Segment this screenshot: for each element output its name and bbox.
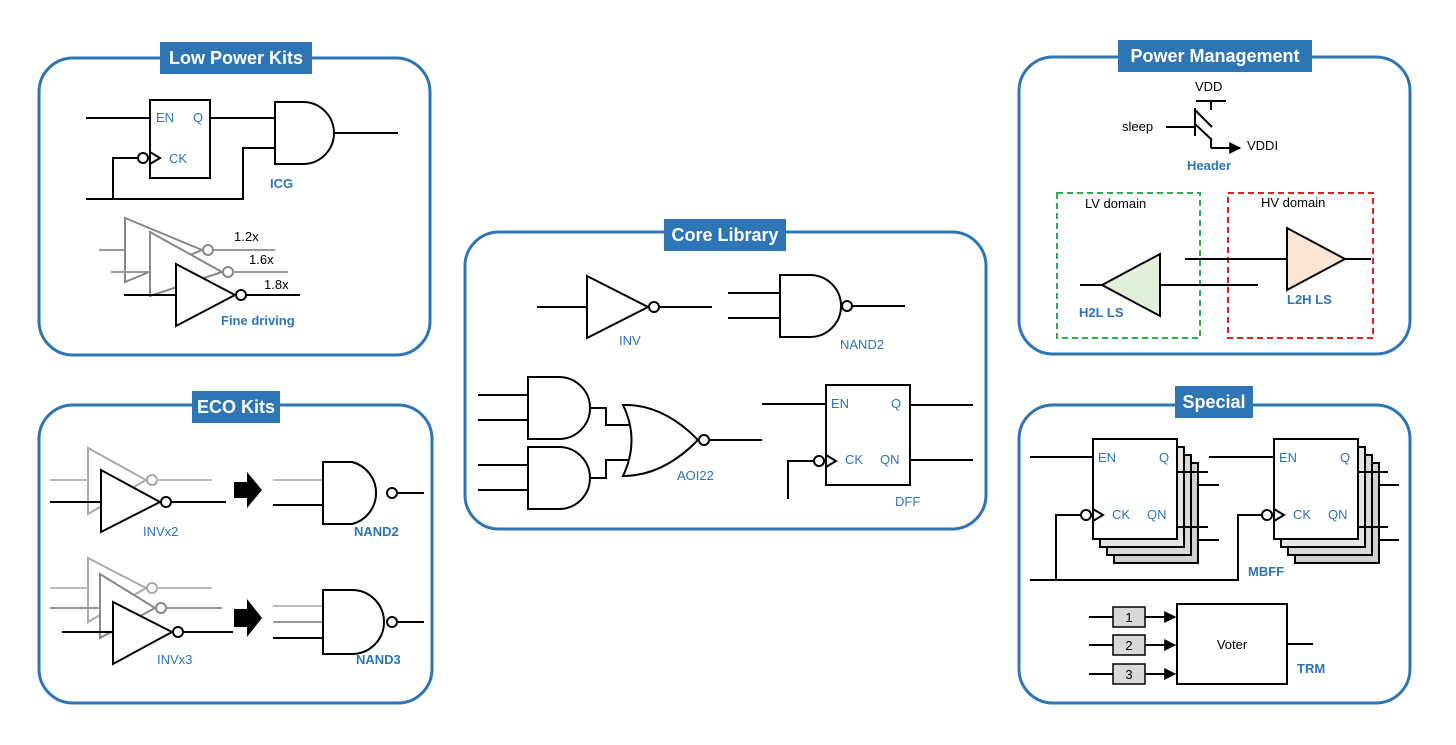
dff-pin-qn: QN [880,452,900,467]
eco-nand2-symbol: NAND2 [273,461,424,539]
lv-domain-label: LV domain [1085,196,1146,211]
icg-pin-en: EN [156,110,174,125]
mbff-stack-right: EN Q CK QN [1030,438,1399,581]
mbff-stack-left: EN Q CK QN [1030,438,1219,580]
hv-domain-label: HV domain [1261,195,1325,210]
l2h-ls-label: L2H LS [1287,292,1332,307]
header-switch-symbol: VDD sleep VDDI Header [1122,79,1278,173]
vddi-label: VDDI [1247,138,1278,153]
mbff-label: MBFF [1248,564,1284,579]
eco-nand3-symbol: NAND3 [273,589,424,667]
nand2-symbol: NAND2 [728,274,905,352]
icg-pin-q: Q [193,110,203,125]
trm-symbol: 1 2 3 Voter TRM [1089,603,1325,685]
mbff-pin-en: EN [1279,450,1297,465]
dff-pin-q: Q [891,396,901,411]
eco-kits-title: ECO Kits [197,397,275,417]
invx3-symbol: INVx3 [50,556,233,667]
dff-symbol: EN Q CK QN DFF [762,384,973,509]
trm-input-3: 3 [1125,667,1132,682]
sleep-label: sleep [1122,119,1153,134]
icg-label: ICG [270,176,293,191]
vdd-label: VDD [1195,79,1222,94]
low-power-kits-title: Low Power Kits [169,48,303,68]
special-panel: Special EN Q CK QN [1017,386,1412,705]
special-title: Special [1182,392,1245,412]
h2l-ls-label: H2L LS [1079,305,1124,320]
core-library-panel: Core Library INV NAND2 [463,219,988,531]
power-management-panel: Power Management VDD sleep VDDI Header L… [1017,40,1412,356]
header-label: Header [1187,158,1231,173]
nand2-label: NAND2 [840,337,884,352]
dff-label: DFF [895,494,920,509]
drive-strength-3: 1.8x [264,277,289,292]
trm-input-1: 1 [1125,610,1132,625]
mbff-pin-ck: CK [1112,507,1130,522]
inv-symbol: INV [537,274,712,348]
invx2-symbol: INVx2 [50,446,226,539]
icg-pin-ck: CK [169,151,187,166]
aoi22-symbol: AOI22 [478,376,762,510]
eco-nand2-label: NAND2 [354,524,399,539]
dff-pin-en: EN [831,396,849,411]
inv-label: INV [619,333,641,348]
arrow-right-icon [234,599,262,637]
fine-driving-label: Fine driving [221,313,295,328]
core-library-title: Core Library [671,225,778,245]
eco-kits-panel: ECO Kits INVx2 NAND2 [37,391,434,705]
dff-pin-ck: CK [845,452,863,467]
icg-symbol: EN Q CK ICG [86,99,398,200]
low-power-kits-panel: Low Power Kits EN Q CK ICG [37,42,432,357]
mbff-pin-qn: QN [1147,507,1167,522]
mbff-pin-q: Q [1340,450,1350,465]
aoi22-label: AOI22 [677,468,714,483]
mbff-pin-qn: QN [1328,507,1348,522]
trm-input-2: 2 [1125,638,1132,653]
voter-label: Voter [1217,637,1248,652]
eco-nand3-label: NAND3 [356,652,401,667]
arrow-right-icon [234,472,262,508]
invx3-label: INVx3 [157,652,192,667]
level-shifter-domains: LV domain HV domain H2L LS L2H LS [1056,192,1374,339]
mbff-pin-ck: CK [1293,507,1311,522]
mbff-pin-q: Q [1159,450,1169,465]
drive-strength-1: 1.2x [234,229,259,244]
trm-label: TRM [1297,661,1325,676]
invx2-label: INVx2 [143,524,178,539]
mbff-pin-en: EN [1098,450,1116,465]
voter-box [1176,603,1288,685]
drive-strength-2: 1.6x [249,252,274,267]
power-management-title: Power Management [1130,46,1299,66]
fine-driving-symbol: 1.2x 1.6x 1.8x Fine driving [99,216,300,328]
